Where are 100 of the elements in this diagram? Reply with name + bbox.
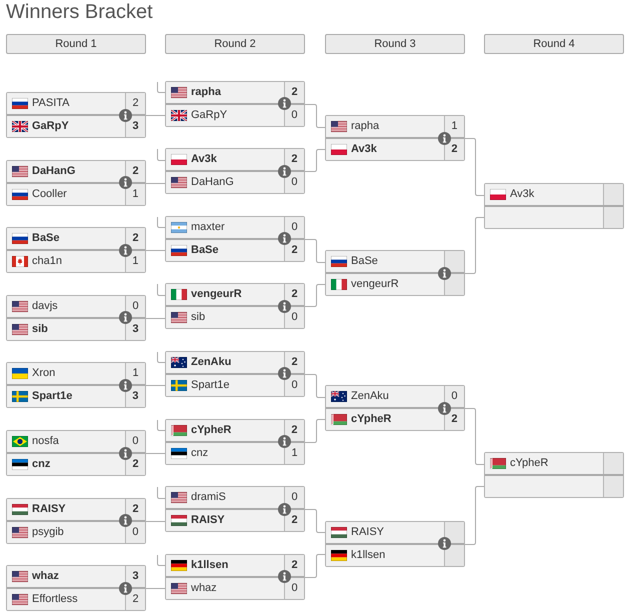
player-name: cYpheR — [351, 413, 392, 426]
player-row — [166, 216, 304, 238]
match-box — [6, 160, 146, 206]
connector-line — [157, 216, 166, 228]
player-row — [166, 576, 304, 599]
player-row — [166, 238, 304, 261]
player-name: BaSe — [191, 244, 219, 257]
round-header: Round 2 — [165, 34, 305, 54]
connector-line — [157, 82, 166, 93]
player-row — [166, 508, 304, 532]
player-name: Av3k — [191, 153, 217, 166]
player-row — [166, 284, 304, 306]
connector-line — [304, 284, 326, 307]
player-name: rapha — [351, 120, 380, 133]
player-row — [7, 249, 145, 272]
score-cell: 2 — [125, 454, 145, 475]
connector-line — [304, 554, 326, 578]
player-name: GaRpY — [191, 108, 228, 122]
connector-line — [304, 509, 326, 533]
match-box — [6, 294, 146, 341]
player-row — [166, 440, 304, 464]
connector-line — [146, 588, 166, 589]
score-cell: 0 — [284, 307, 304, 328]
connector-line — [304, 374, 326, 398]
connector-line — [146, 385, 166, 386]
connector-line — [157, 352, 166, 363]
player-name: cnz — [32, 458, 50, 471]
player-row — [485, 184, 623, 205]
score-cell: 2 — [444, 409, 464, 430]
match-box — [165, 486, 305, 532]
score-cell: 0 — [124, 431, 145, 452]
connector-line — [157, 486, 166, 499]
player-name: cha1n — [32, 255, 62, 268]
connector-line — [157, 554, 166, 566]
player-name: BaSe — [351, 255, 378, 268]
player-row — [7, 431, 145, 452]
player-name: BaSe — [32, 232, 60, 246]
empty-slot — [485, 205, 623, 228]
player-name: Effortless — [32, 593, 78, 606]
score-cell: 2 — [125, 93, 145, 114]
player-name: RAISY — [32, 502, 66, 516]
score-cell: 2 — [284, 284, 304, 306]
player-row — [166, 420, 304, 440]
player-row — [326, 272, 464, 296]
score-cell: 3 — [125, 116, 145, 137]
player-name: psygib — [32, 526, 64, 539]
player-name: RAISY — [351, 526, 384, 539]
player-name: rapha — [191, 86, 221, 98]
connector-line — [304, 419, 326, 443]
match-box — [165, 148, 305, 194]
score-cell: 1 — [444, 116, 464, 137]
match-box — [6, 362, 146, 408]
player-name: sib — [32, 322, 48, 336]
match-box — [325, 115, 465, 161]
connector-line — [146, 250, 166, 251]
player-name: DaHanG — [191, 176, 234, 190]
score-cell: 2 — [125, 498, 145, 520]
player-row — [326, 251, 464, 272]
match-box — [325, 250, 465, 296]
round-header: Round 1 — [6, 34, 146, 54]
player-row — [326, 386, 464, 408]
score-cell: 3 — [125, 566, 145, 588]
player-name: GaRpY — [32, 120, 69, 133]
match-box — [165, 216, 305, 262]
connector-line — [464, 138, 486, 196]
connector-line — [464, 217, 486, 274]
round-header: Round 3 — [325, 34, 465, 54]
score-cell: 2 — [284, 352, 304, 373]
score-cell: 2 — [125, 160, 145, 182]
player-row — [166, 305, 304, 328]
score-cell: 1 — [124, 251, 145, 272]
match-box — [6, 92, 146, 138]
score-cell: 1 — [124, 184, 145, 205]
connector-line — [157, 148, 166, 161]
connector-line — [304, 239, 326, 263]
player-row — [7, 384, 145, 408]
player-row — [7, 566, 145, 588]
player-row — [166, 352, 304, 373]
player-name: whaz — [191, 582, 217, 595]
score-cell: 2 — [284, 510, 304, 532]
player-name: cYpheR — [510, 457, 548, 470]
player-name: Spart1e — [191, 378, 230, 392]
player-row — [166, 487, 304, 508]
player-name: DaHanG — [32, 164, 76, 178]
player-name: RAISY — [191, 514, 225, 528]
player-row — [7, 114, 145, 137]
player-name: Av3k — [351, 143, 377, 156]
connector-line — [146, 521, 166, 522]
score-cell: 0 — [284, 104, 304, 126]
player-row — [7, 182, 145, 205]
match-box — [165, 554, 305, 600]
connector-line — [464, 486, 486, 545]
player-row — [166, 149, 304, 170]
player-name: cYpheR — [191, 424, 232, 436]
player-row — [326, 137, 464, 160]
score-cell: 0 — [284, 374, 304, 396]
player-name: sib — [191, 311, 206, 324]
player-row — [166, 554, 304, 576]
score-cell: 0 — [284, 578, 304, 599]
match-box — [165, 418, 305, 464]
